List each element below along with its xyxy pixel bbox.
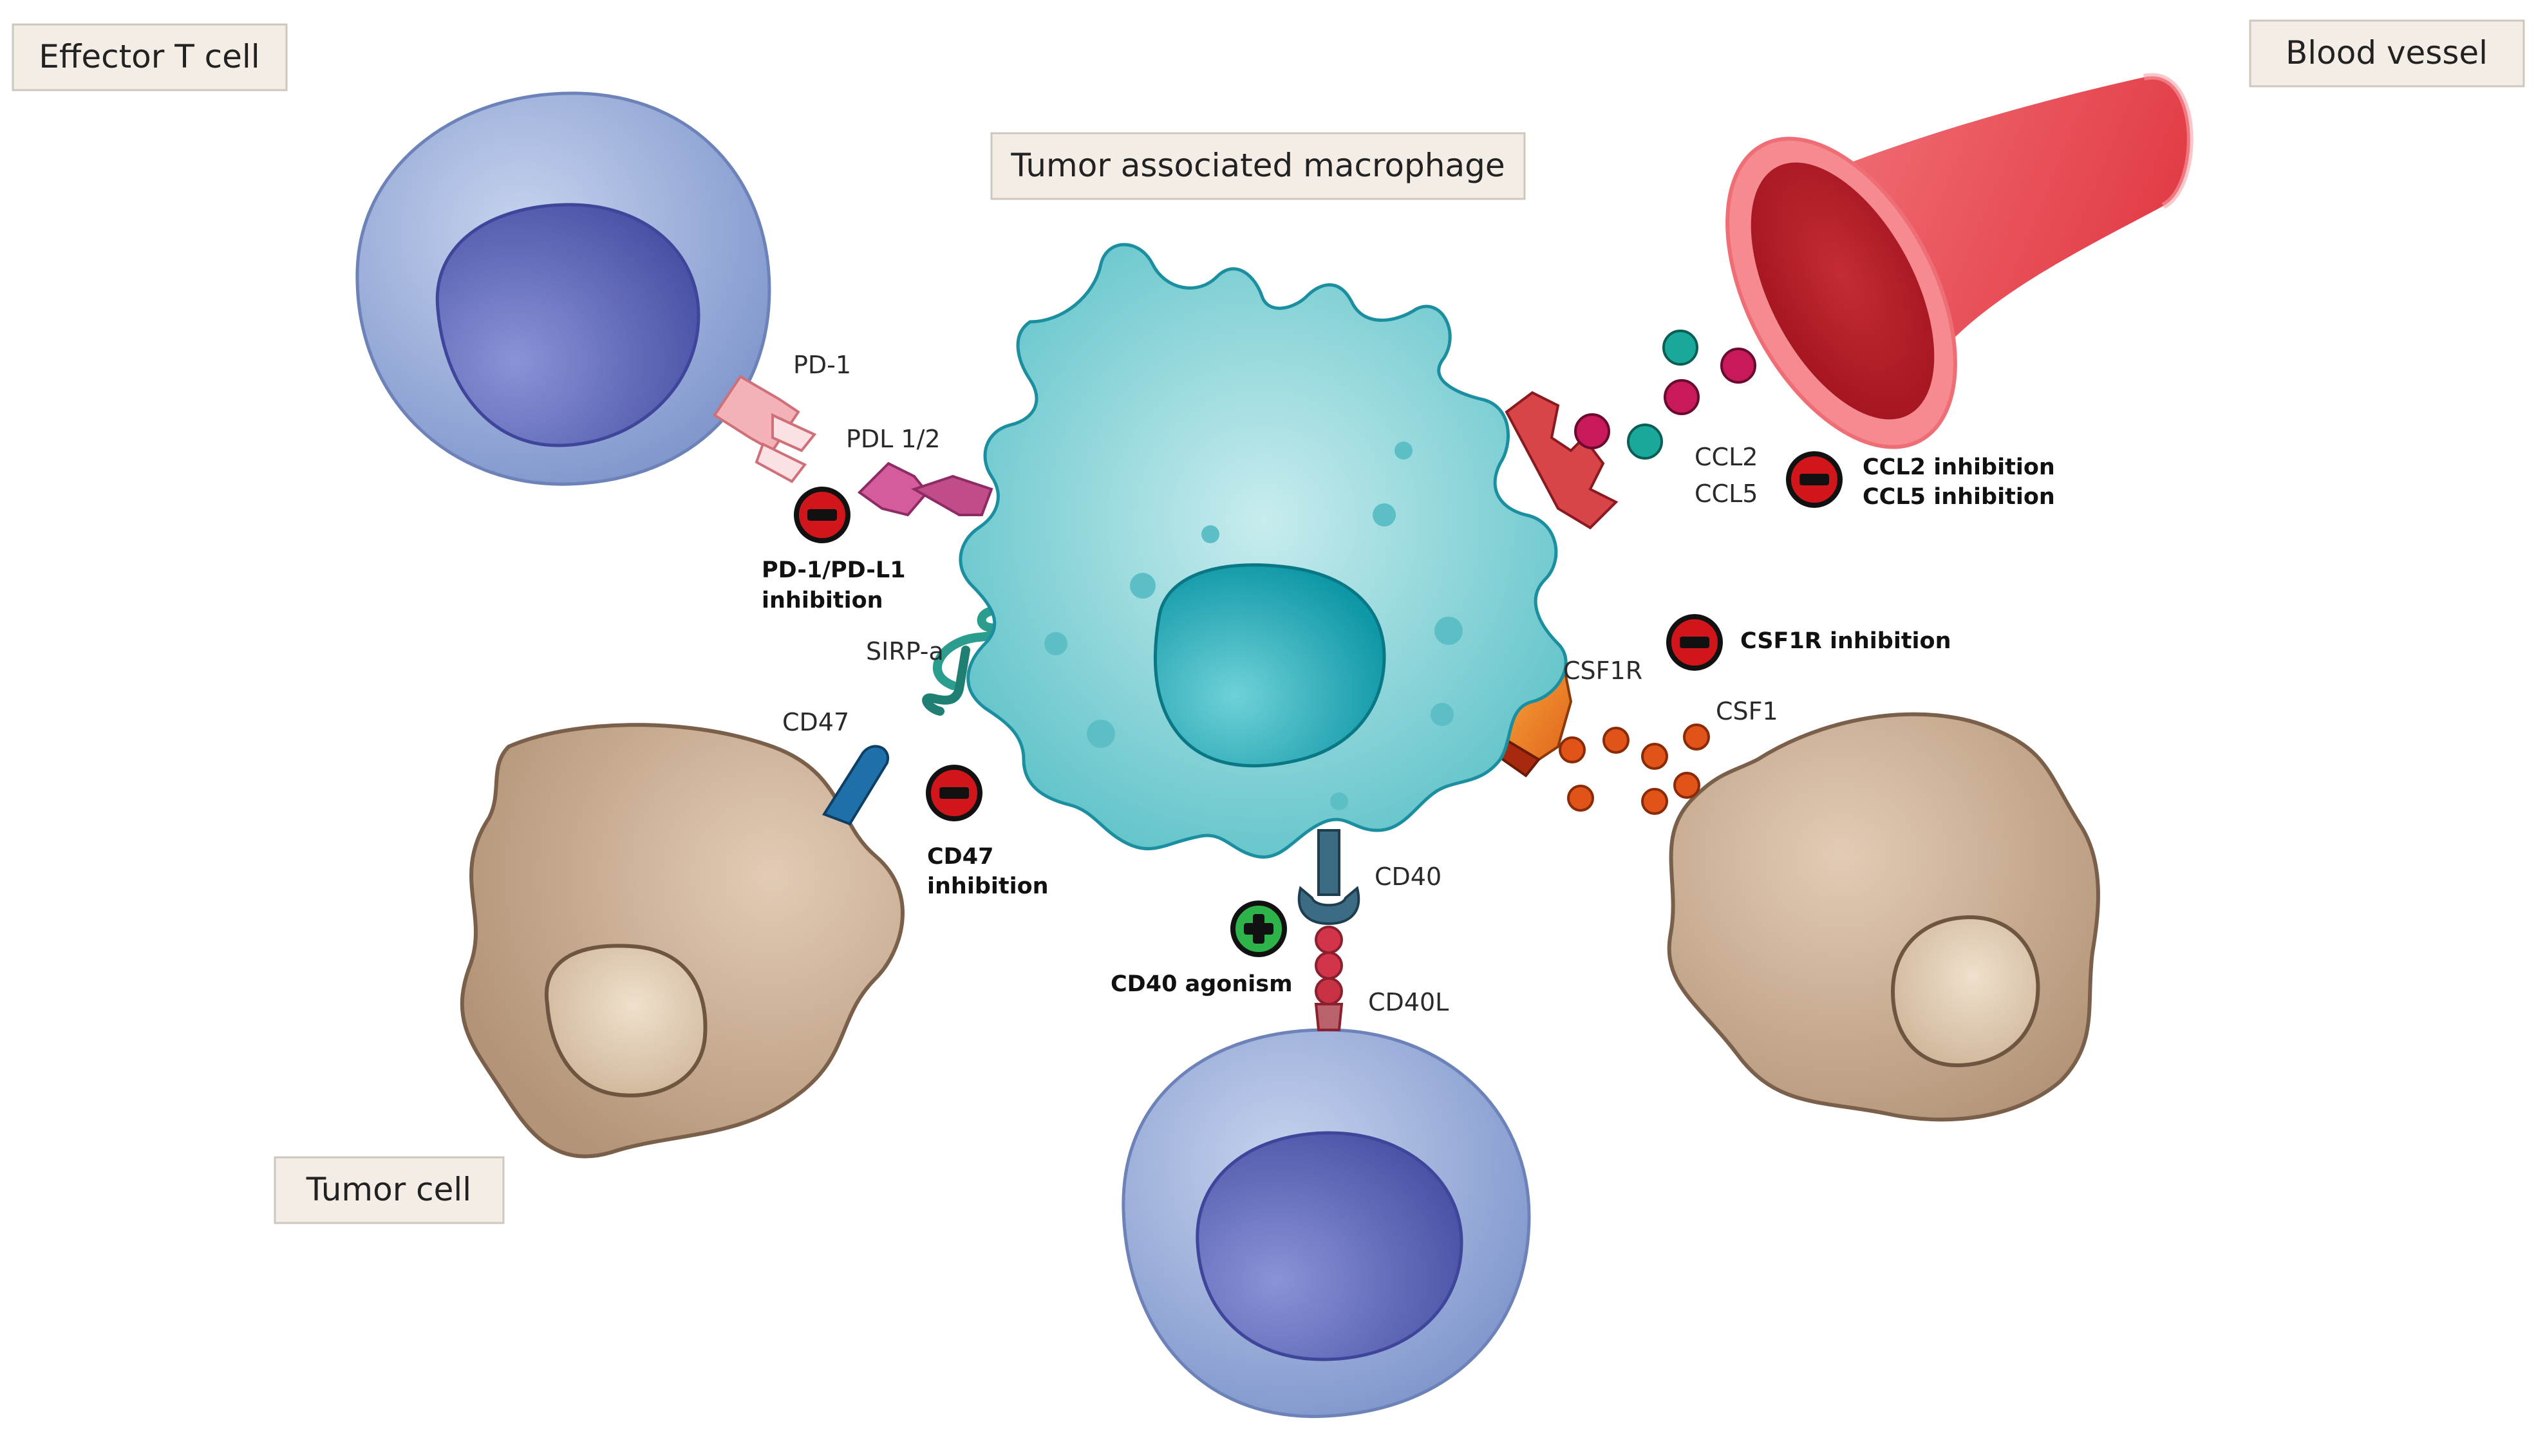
cd40l-label: CD40L: [1368, 988, 1449, 1016]
ccl-receptor: [1505, 391, 1619, 530]
blood-vessel: [1725, 73, 2193, 449]
pd1-pdl1-inhibition-symbol: [794, 487, 850, 543]
tumor-cell-title: Tumor cell: [306, 1171, 471, 1208]
pd1-pdl1-therapy-line2: inhibition: [762, 588, 883, 613]
ccl-particles: [1574, 330, 1756, 460]
tumor-cell-left: [460, 723, 905, 1159]
csf1r-label: CSF1R: [1563, 657, 1642, 685]
cd47-inhibition-symbol: [926, 765, 982, 821]
cd47-therapy-line1: CD47: [927, 844, 993, 870]
label-box-effector-t-cell: Effector T cell: [12, 23, 288, 91]
cd40-therapy-label: CD40 agonism: [1111, 971, 1293, 997]
cd40-label: CD40: [1375, 863, 1442, 891]
label-box-tumor-associated-macrophage: Tumor associated macrophage: [990, 132, 1526, 200]
macrophage-title: Tumor associated macrophage: [1010, 147, 1505, 184]
csf1-particles: [1559, 723, 1710, 815]
tumor-cell-right: [1667, 712, 2100, 1122]
cd47-protein: [822, 745, 890, 826]
ccl5-label: CCL5: [1695, 480, 1758, 508]
pd1-receptor: [713, 375, 817, 483]
pdl12-ligand: [857, 462, 993, 517]
cd47-therapy-line2: inhibition: [927, 873, 1049, 899]
effector-t-cell-title: Effector T cell: [39, 38, 259, 75]
tumor-associated-macrophage: [959, 243, 1568, 859]
cd47-label: CD47: [782, 708, 849, 736]
csf1r-inhibition-symbol: [1666, 614, 1723, 671]
pd1-label: PD-1: [793, 351, 851, 379]
sirpa-label: SIRP-a: [866, 637, 944, 666]
ccl2-therapy-label: CCL2 inhibition: [1863, 454, 2055, 480]
t-cell-cd40l: [1122, 1028, 1531, 1418]
label-box-tumor-cell: Tumor cell: [274, 1156, 505, 1224]
effector-t-cell: [355, 91, 771, 486]
ccl5-therapy-label: CCL5 inhibition: [1863, 484, 2055, 510]
label-box-blood-vessel: Blood vessel: [2249, 19, 2525, 88]
csf1-label: CSF1: [1716, 697, 1778, 725]
cd40l-ligand: [1314, 926, 1344, 1031]
ccl-inhibition-symbol: [1786, 451, 1843, 508]
pdl12-label: PDL 1/2: [846, 425, 941, 453]
blood-vessel-title: Blood vessel: [2286, 34, 2488, 71]
cd40-receptor: [1297, 829, 1360, 926]
ccl2-label: CCL2: [1695, 443, 1758, 471]
csf1r-therapy-label: CSF1R inhibition: [1740, 628, 1951, 654]
cd40-agonism-symbol: [1230, 901, 1287, 957]
pd1-pdl1-therapy-line1: PD-1/PD-L1: [762, 557, 906, 583]
